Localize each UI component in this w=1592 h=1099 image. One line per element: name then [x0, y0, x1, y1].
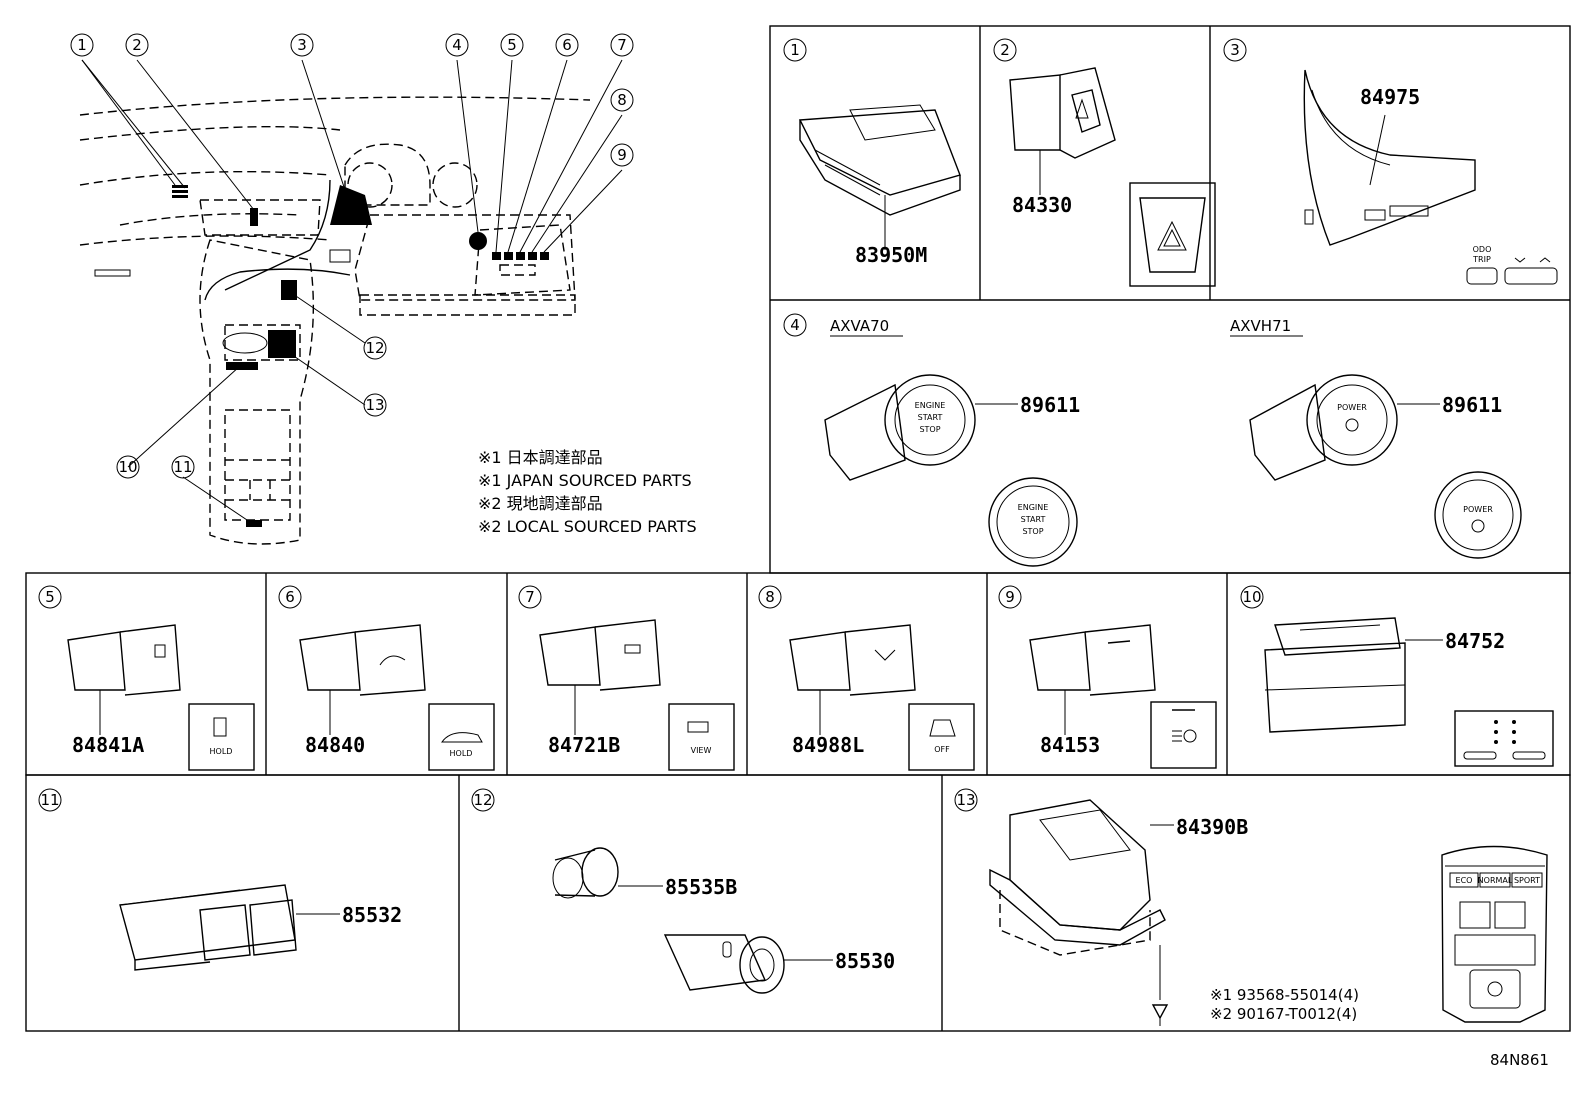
callout-1: 1 [77, 36, 87, 54]
part-84988L: 84988L [792, 733, 864, 757]
sport-label: SPORT [1514, 876, 1540, 885]
stop-label-detail: STOP [1022, 527, 1043, 536]
hold-label-6: HOLD [450, 749, 473, 758]
panel-1: 1 83950M [783, 38, 961, 267]
power-label: POWER [1337, 403, 1367, 412]
power-icon-detail [1471, 519, 1485, 533]
part-84330: 84330 [1012, 193, 1072, 217]
overview-callouts: 1 2 3 4 5 6 7 8 9 10 11 12 13 [70, 33, 634, 479]
panel-12-index: 12 [473, 791, 492, 809]
note-2-jp: ※2 現地調達部品 [478, 494, 603, 513]
note-1-jp: ※1 日本調達部品 [478, 448, 603, 467]
callout-10: 10 [118, 458, 137, 476]
callout-6: 6 [562, 36, 572, 54]
part-83950M: 83950M [855, 243, 927, 267]
panel-13-index: 13 [956, 791, 975, 809]
variant-axvh71: AXVH71 [1230, 317, 1291, 335]
start-label: START [918, 413, 943, 422]
panel-3: 3 84975 ODO TRIP [1223, 38, 1558, 285]
part-89611-b: 89611 [1442, 393, 1502, 417]
panel-11-index: 11 [40, 791, 59, 809]
variant-axva70: AXVA70 [830, 317, 889, 335]
panel-2: 2 84330 [993, 38, 1216, 287]
callout-8: 8 [617, 91, 627, 109]
panel-9-index: 9 [1005, 588, 1015, 606]
panel-8: 8 84988L OFF [758, 585, 975, 771]
panel-11: 11 85532 [38, 788, 402, 971]
part-85532: 85532 [342, 903, 402, 927]
panel-6: 6 84840 HOLD [278, 585, 495, 771]
part-84975: 84975 [1360, 85, 1420, 109]
start-label-detail: START [1021, 515, 1046, 524]
eco-label: ECO [1456, 876, 1473, 885]
overview-illustration [79, 59, 623, 545]
panel-7: 7 84721B VIEW [518, 585, 735, 771]
view-label: VIEW [691, 746, 712, 755]
callout-7: 7 [617, 36, 627, 54]
part-89611-a: 89611 [1020, 393, 1080, 417]
panel-10: 10 84752 [1240, 585, 1554, 767]
part-84153: 84153 [1040, 733, 1100, 757]
panel-grid [25, 25, 1571, 1032]
callout-5: 5 [507, 36, 517, 54]
callout-2: 2 [132, 36, 142, 54]
panel-6-index: 6 [285, 588, 295, 606]
engine-label-detail: ENGINE [1018, 503, 1049, 512]
panel-2-index: 2 [1000, 41, 1010, 59]
part-85530: 85530 [835, 949, 895, 973]
panel-5: 5 84841A HOLD [38, 585, 255, 771]
panel-5-index: 5 [45, 588, 55, 606]
power-label-detail: POWER [1463, 505, 1493, 514]
diagram-code: 84N861 [1490, 1051, 1549, 1069]
trip-label: TRIP [1472, 255, 1491, 264]
part-84841A: 84841A [72, 733, 144, 757]
normal-label: NORMAL [1478, 876, 1513, 885]
odo-label: ODO [1473, 245, 1492, 254]
parking-brake-icon [1487, 981, 1503, 997]
note-2-en: ※2 LOCAL SOURCED PARTS [478, 517, 697, 536]
fastener-jp: ※1 93568-55014(4) [1210, 986, 1359, 1004]
part-84840: 84840 [305, 733, 365, 757]
off-label: OFF [934, 745, 950, 754]
callout-12: 12 [365, 339, 384, 357]
part-84390B: 84390B [1176, 815, 1248, 839]
callout-3: 3 [297, 36, 307, 54]
panel-9: 9 84153 [998, 585, 1217, 769]
part-84721B: 84721B [548, 733, 620, 757]
callout-4: 4 [452, 36, 462, 54]
panel-4: 4 AXVA70 AXVH71 ENGINE START STOP 89611 … [783, 313, 1522, 567]
part-84752: 84752 [1445, 629, 1505, 653]
panel-1-index: 1 [790, 41, 800, 59]
engine-label: ENGINE [915, 401, 946, 410]
panel-4-index: 4 [790, 316, 800, 334]
panel-12: 12 85535B 85530 [471, 788, 895, 994]
panel-8-index: 8 [765, 588, 775, 606]
note-1-en: ※1 JAPAN SOURCED PARTS [478, 471, 692, 490]
panel-13: 13 84390B ※1 93568-55014(4) ※2 90167-T00… [954, 788, 1548, 1026]
callout-13: 13 [365, 396, 384, 414]
power-icon [1345, 418, 1359, 432]
panel-7-index: 7 [525, 588, 535, 606]
fastener-local: ※2 90167-T0012(4) [1210, 1005, 1357, 1023]
sourcing-notes: ※1 日本調達部品 ※1 JAPAN SOURCED PARTS ※2 現地調達… [478, 448, 697, 536]
callout-11: 11 [173, 458, 192, 476]
callout-9: 9 [617, 146, 627, 164]
part-85535B: 85535B [665, 875, 737, 899]
hold-label-5: HOLD [210, 747, 233, 756]
panel-3-index: 3 [1230, 41, 1240, 59]
panel-10-index: 10 [1242, 588, 1261, 606]
stop-label: STOP [919, 425, 940, 434]
